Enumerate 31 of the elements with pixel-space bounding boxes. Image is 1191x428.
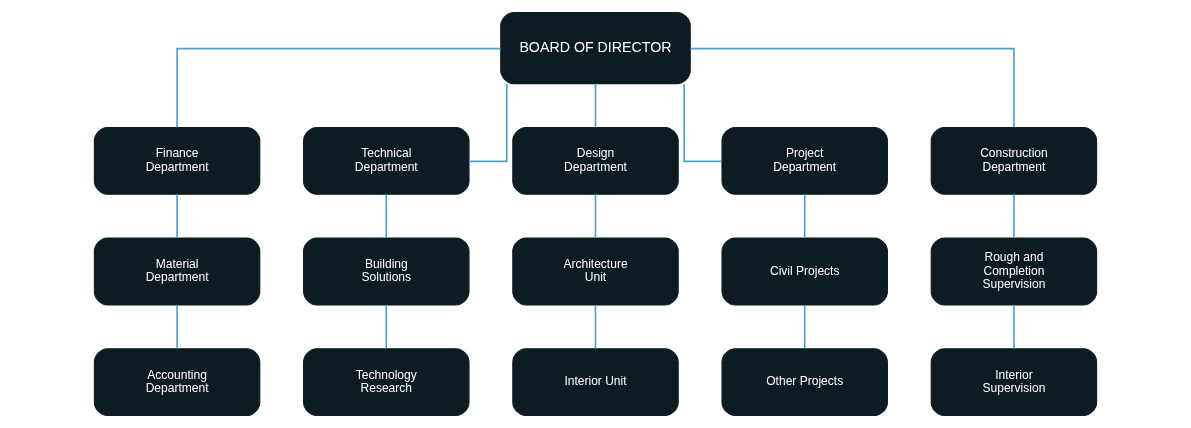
node-box: Civil Projects (721, 237, 888, 306)
connector (176, 304, 178, 350)
connector (803, 304, 806, 350)
connector (1013, 304, 1015, 350)
connector (468, 83, 508, 163)
node-box: Project Department (721, 126, 888, 195)
node-box: Accounting Department (93, 348, 261, 417)
node-box: Architecture Unit (512, 237, 679, 306)
connector (176, 193, 178, 239)
connector (594, 193, 597, 239)
node-box: Construction Department (930, 126, 1098, 195)
connector (1013, 193, 1015, 239)
connector (803, 193, 806, 239)
node-box: Other Projects (721, 348, 888, 417)
connector (683, 83, 723, 163)
node-box: Building Solutions (303, 237, 470, 306)
node-box: Finance Department (93, 126, 261, 195)
node-box: Interior Unit (512, 348, 679, 417)
node-box: Technical Department (303, 126, 470, 195)
connector (689, 47, 1015, 128)
node-box: Material Department (93, 237, 261, 306)
connector (176, 47, 502, 128)
connector (385, 193, 388, 239)
node-box: Interior Supervision (930, 348, 1098, 417)
connector (594, 82, 597, 129)
node-box: BOARD OF DIRECTOR (500, 11, 691, 85)
connector (385, 304, 388, 350)
node-box: Rough and Completion Supervision (930, 237, 1098, 306)
node-box: Technology Research (303, 348, 470, 417)
node-box: Design Department (512, 126, 679, 195)
connector (594, 304, 597, 350)
